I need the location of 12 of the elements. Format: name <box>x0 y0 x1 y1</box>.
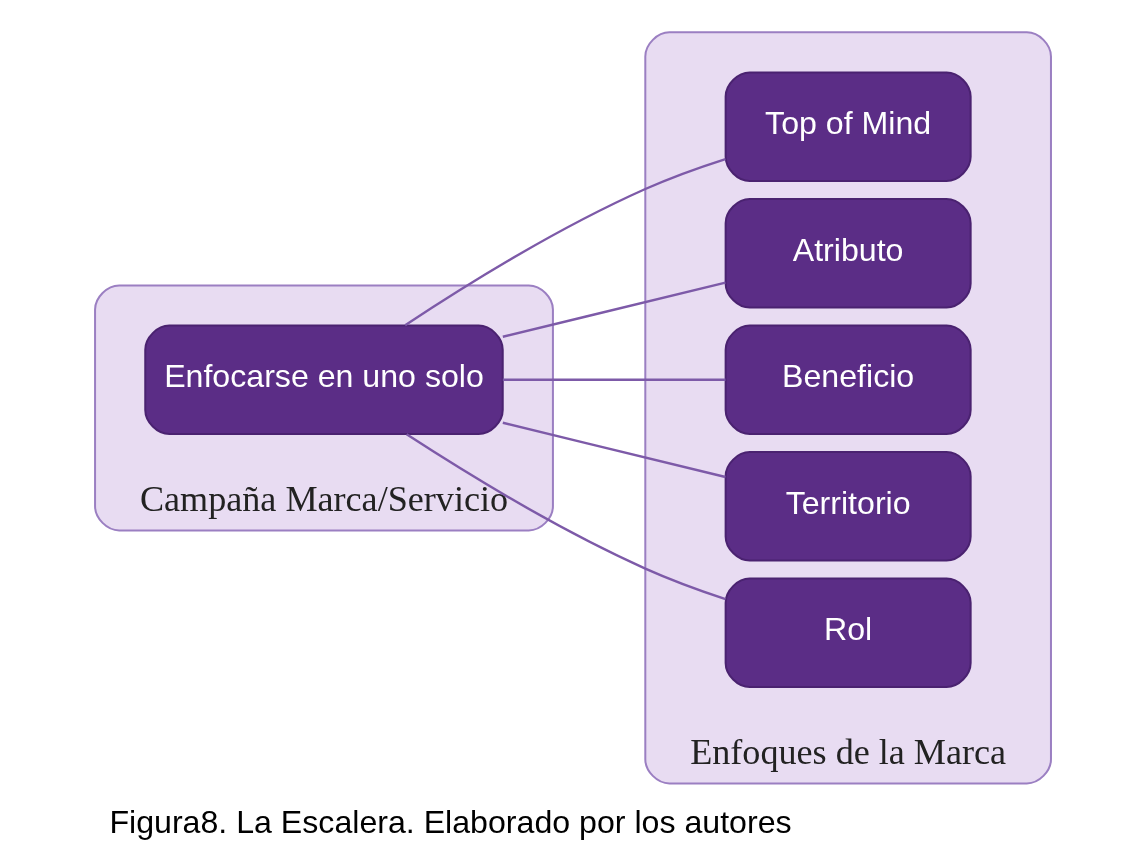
node-box: Territorio <box>724 451 972 562</box>
node-box: Top of Mind <box>724 71 972 182</box>
connector <box>502 378 726 381</box>
connector <box>502 421 726 479</box>
node-box: Enfocarse en uno solo <box>144 324 504 435</box>
connector <box>405 433 726 601</box>
connector <box>404 157 726 327</box>
caption: Figura8. La Escalera. Elaborado por los autores <box>109 804 792 841</box>
node-box: Atributo <box>724 198 972 309</box>
node-box: Rol <box>724 577 972 689</box>
node-box: Beneficio <box>724 324 972 435</box>
connector <box>502 281 726 338</box>
